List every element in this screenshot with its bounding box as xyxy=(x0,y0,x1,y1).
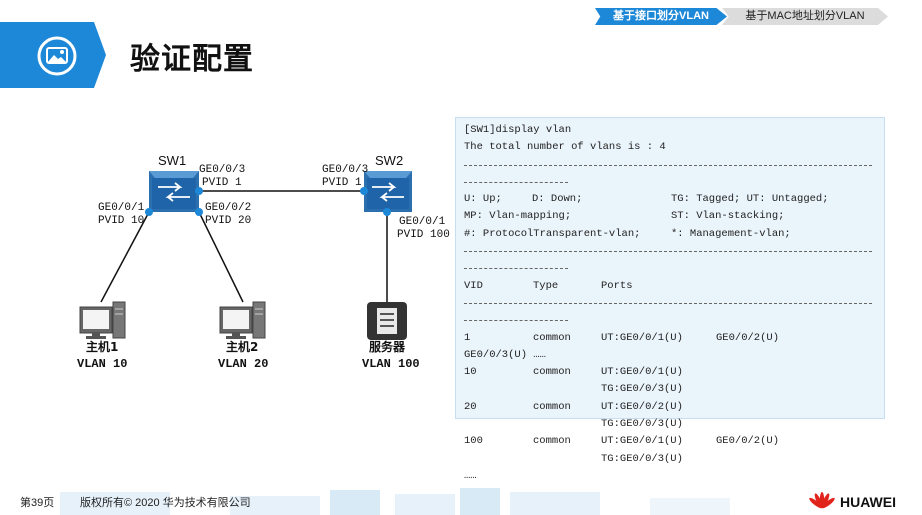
topology-diagram xyxy=(79,171,412,340)
port-dot xyxy=(145,208,153,216)
port-label: GE0/0/2 xyxy=(205,202,252,214)
huawei-logo-icon xyxy=(809,492,835,509)
title-banner xyxy=(0,22,112,88)
console-output: [SW1]display vlan The total number of vl… xyxy=(464,122,884,485)
server-icon xyxy=(367,302,407,340)
host1-vlan: VLAN 10 xyxy=(77,357,128,371)
port-dot xyxy=(360,187,368,195)
table-row: GE0/0/3(U) …… xyxy=(464,348,546,361)
separator xyxy=(464,174,884,191)
pvid-label: PVID 20 xyxy=(205,215,252,227)
switch-icon xyxy=(149,171,199,212)
port-label: GE0/0/1 xyxy=(399,216,446,228)
link-sw1-host1 xyxy=(100,211,150,303)
pvid-label: PVID 10 xyxy=(98,215,145,227)
table-row: …… xyxy=(464,469,477,482)
console-total: The total number of vlans is : 4 xyxy=(464,141,666,154)
separator xyxy=(464,157,884,174)
separator xyxy=(464,260,884,277)
brand-name: HUAWEI xyxy=(840,494,896,510)
host2-vlan: VLAN 20 xyxy=(218,357,269,371)
port-dot xyxy=(195,208,203,216)
pvid-label: PVID 100 xyxy=(397,229,450,241)
pc-icon xyxy=(79,301,126,339)
table-row: 10 common UT:GE0/0/1(U) xyxy=(464,366,683,379)
port-label: GE0/0/3 xyxy=(199,164,246,176)
table-row: 100 common UT:GE0/0/1(U) GE0/0/2(U) xyxy=(464,435,780,448)
page-number: 第39页 xyxy=(20,497,55,509)
pvid-label: PVID 1 xyxy=(202,177,242,189)
host1-label: 主机1 xyxy=(86,340,119,354)
sw1-label: SW1 xyxy=(158,153,187,168)
port-label: GE0/0/3 xyxy=(322,164,369,176)
page-title: 验证配置 xyxy=(130,42,254,77)
console-command: [SW1]display vlan xyxy=(464,124,572,136)
table-row: 20 common UT:GE0/0/2(U) xyxy=(464,400,683,413)
table-header: VID Type Ports xyxy=(464,279,633,292)
pvid-label: PVID 1 xyxy=(322,177,362,189)
tab-mac-vlan[interactable]: 基于MAC地址划分VLAN xyxy=(722,8,888,25)
legend-line: MP: Vlan-mapping; ST: Vlan-stacking; xyxy=(464,210,785,223)
separator xyxy=(464,295,884,312)
tab-interface-vlan[interactable]: 基于接口划分VLAN xyxy=(595,8,727,25)
table-row: TG:GE0/0/3(U) xyxy=(601,452,683,465)
copyright: 版权所有© 2020 华为技术有限公司 xyxy=(80,497,251,509)
link-sw1-host2 xyxy=(198,211,244,303)
separator xyxy=(464,243,884,260)
switch-icon xyxy=(364,171,412,212)
server-vlan: VLAN 100 xyxy=(362,357,420,371)
pc-icon xyxy=(219,301,266,339)
port-dot xyxy=(383,208,391,216)
sw2-label: SW2 xyxy=(375,153,404,168)
table-row: 1 common UT:GE0/0/1(U) GE0/0/2(U) xyxy=(464,331,780,344)
server-label: 服务器 xyxy=(369,340,406,354)
legend-line: #: ProtocolTransparent-vlan; *: Manageme… xyxy=(464,227,791,240)
footer-bar xyxy=(0,486,922,515)
console-panel xyxy=(455,117,885,419)
table-row: TG:GE0/0/3(U) xyxy=(601,383,683,396)
separator xyxy=(464,312,884,329)
image-icon xyxy=(37,36,77,76)
legend-line: U: Up; D: Down; TG: Tagged; UT: Untagged… xyxy=(464,193,829,206)
port-label: GE0/0/1 xyxy=(98,202,145,214)
table-row: TG:GE0/0/3(U) xyxy=(601,418,683,431)
host2-label: 主机2 xyxy=(226,340,259,354)
port-dot xyxy=(195,187,203,195)
